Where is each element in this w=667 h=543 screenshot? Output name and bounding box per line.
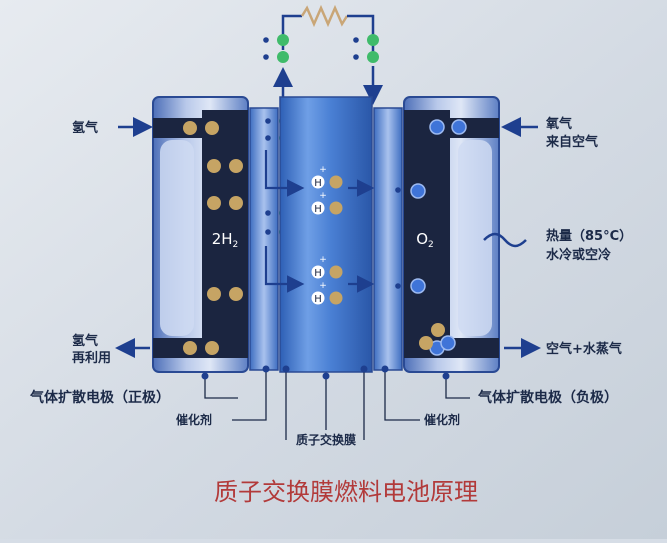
electron-dot — [277, 51, 289, 63]
label-air-water: 空气+水蒸气 — [546, 341, 622, 357]
proton-3: H + — [311, 255, 343, 279]
o2-label: O2 — [416, 230, 434, 250]
svg-text:+: + — [319, 281, 327, 291]
electron-dot — [367, 34, 379, 46]
svg-text:H: H — [314, 204, 322, 215]
protons: H + H + H + H + — [311, 165, 343, 305]
label-membrane: 质子交换膜 — [296, 432, 356, 447]
leader-dots — [201, 365, 450, 380]
cathode-electrons — [395, 187, 401, 289]
page-title: 质子交换膜燃料电池原理 — [214, 478, 478, 506]
anode-gas-channel — [202, 110, 248, 358]
hydrogen-molecules — [183, 121, 243, 355]
electron-dot — [367, 51, 379, 63]
anode-chamber — [152, 96, 249, 373]
svg-text:+: + — [319, 191, 327, 201]
h2-label: 2H2 — [212, 230, 239, 250]
label-hydrogen-recycle-2: 再利用 — [72, 350, 111, 366]
external-circuit — [263, 4, 383, 105]
resistor-icon — [300, 4, 349, 28]
proton-flow-arrows — [264, 150, 375, 293]
label-hydrogen-recycle: 氢气 — [72, 333, 98, 349]
svg-text:+: + — [319, 255, 327, 265]
heat-wave-icon — [483, 232, 527, 248]
label-cooling: 水冷或空冷 — [546, 247, 611, 263]
svg-text:+: + — [319, 165, 327, 175]
water-molecules — [419, 323, 456, 351]
label-electrode-positive: 气体扩散电极（正极） — [29, 389, 170, 406]
electron-dot — [277, 34, 289, 46]
labels: 氢气 氢气 再利用 氧气 来自空气 热量（85°C） 水冷或空冷 空气+水蒸气 … — [29, 116, 632, 447]
proton-1: H + — [311, 165, 343, 189]
cathode-chamber — [403, 96, 500, 373]
proton-exchange-membrane — [279, 96, 373, 373]
label-hydrogen-in: 氢气 — [72, 120, 98, 136]
label-electrode-negative: 气体扩散电极（负极） — [477, 389, 618, 406]
svg-text:H: H — [314, 268, 322, 279]
cathode-gas-channel — [404, 110, 450, 358]
proton-4: H + — [311, 281, 343, 305]
svg-text:H: H — [314, 294, 322, 305]
catalyst-layer-right — [373, 107, 403, 371]
label-catalyst-left: 催化剂 — [176, 412, 212, 427]
label-oxygen: 氧气 — [545, 116, 572, 132]
label-catalyst-right: 催化剂 — [424, 412, 460, 427]
label-heat: 热量（85°C） — [546, 228, 632, 244]
leader-lines — [204, 369, 470, 440]
catalyst-layer-left — [249, 107, 279, 371]
label-oxygen-source: 来自空气 — [545, 134, 598, 150]
side-arrows — [115, 117, 541, 358]
proton-2: H + — [311, 191, 343, 215]
svg-text:H: H — [314, 178, 322, 189]
